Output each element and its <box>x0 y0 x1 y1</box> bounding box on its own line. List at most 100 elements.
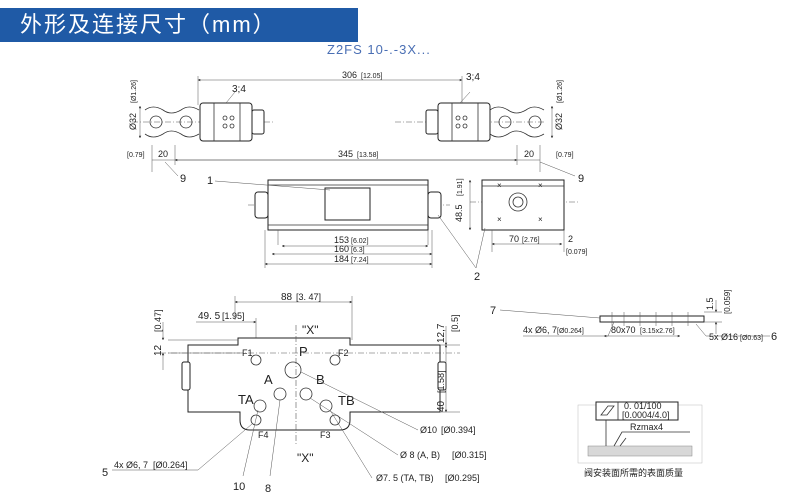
label-f1: F1 <box>242 348 253 358</box>
dim-2-inch: [0.079] <box>566 249 587 256</box>
dim-20-left: 20 <box>158 149 168 159</box>
right-nut <box>425 109 439 135</box>
dim-306: 306 <box>342 70 357 80</box>
dim-047: [0.47] <box>153 309 163 332</box>
seal-dia-16-inch: [Ø0.63] <box>740 335 763 342</box>
surface-quality: 0. 01/100 [0.0004/4.0] Rzmax4 阀安装面所需的表面质… <box>577 401 703 478</box>
dim-49-5: 49. 5 <box>198 311 221 322</box>
surface-caption: 阀安装面所需的表面质量 <box>584 467 683 478</box>
interface-view: 88 [3. 47] 49. 5 [1.95] [0.47] 12 12,7 [… <box>102 292 487 495</box>
roughness-value: Rzmax4 <box>630 422 663 432</box>
note-dia-10: Ø10 <box>420 425 437 435</box>
label-f4: F4 <box>258 430 269 440</box>
callout-3-4-left: 3;4 <box>232 84 246 95</box>
callout-7: 7 <box>490 305 496 317</box>
flatness-inch: [0.0004/4.0] <box>622 410 670 420</box>
right-solenoid <box>437 102 491 142</box>
callout-6: 6 <box>771 331 777 343</box>
dim-88-inch: [3. 47] <box>296 292 321 302</box>
flatness-value: 0. 01/100 <box>624 401 662 411</box>
note-dia-7-5-inch: [Ø0.295] <box>445 473 480 483</box>
port-ta <box>253 399 267 413</box>
fixing-hole-f4 <box>250 414 262 426</box>
valve-end-view <box>481 179 565 231</box>
dim-12: 12 <box>153 344 164 356</box>
dim-160-inch: [6.3] <box>351 247 365 254</box>
note-holes-inch: [Ø0.264] <box>153 460 188 470</box>
dim-32-right: Ø32 <box>554 113 564 130</box>
dim-079-left: [0.79] <box>127 152 145 159</box>
manual-override-knob <box>508 192 528 212</box>
port-b <box>299 387 313 401</box>
page-title: 外形及连接尺寸（mm） <box>20 12 277 37</box>
dim-88: 88 <box>281 292 293 303</box>
callout-5: 5 <box>102 467 108 479</box>
dim-48-5-inch: [1.91] <box>457 178 464 196</box>
note-dia-8-inch: [Ø0.315] <box>452 450 487 460</box>
dim-345-inch: [13.58] <box>357 152 378 159</box>
dim-184-inch: [7.24] <box>351 257 369 264</box>
mounting-face-outline <box>187 337 441 431</box>
svg-text:×: × <box>497 181 502 190</box>
dim-1-5-inch: [0.059] <box>723 290 732 314</box>
dim-12-7: 12,7 <box>436 323 447 343</box>
seal-holes-inch: [Ø0.264] <box>557 328 584 335</box>
note-dia-7-5: Ø7. 5 (TA, TB) <box>376 473 434 483</box>
valve-nameplate <box>324 187 371 221</box>
label-f3: F3 <box>320 430 331 440</box>
callout-1: 1 <box>207 175 213 187</box>
callout-8: 8 <box>265 483 271 495</box>
dim-306-inch: [12.05] <box>361 73 382 80</box>
title-bar: 外形及连接尺寸（mm） <box>0 8 358 42</box>
dim-32-left: Ø32 <box>128 113 138 130</box>
port-tb <box>319 399 333 413</box>
label-tb: TB <box>338 393 355 408</box>
dim-70: 70 <box>509 234 519 244</box>
surface-hatch <box>587 445 693 457</box>
seal-view: 7 1.5 [0.059] 4x Ø6, 7 [Ø0.264] 80x70 [3… <box>490 290 777 343</box>
dim-160: 160 <box>334 244 349 254</box>
note-dia-8: Ø 8 (A, B) <box>400 450 440 460</box>
dim-184: 184 <box>334 254 349 264</box>
callout-3-4-right: 3;4 <box>466 72 480 83</box>
dim-1-5: 1.5 <box>705 297 715 310</box>
dim-20-right: 20 <box>524 149 534 159</box>
svg-text:×: × <box>497 215 502 224</box>
dim-126-left: [Ø1.26] <box>131 80 138 103</box>
dim-05: [0.5] <box>450 314 460 332</box>
label-a: A <box>264 372 273 387</box>
dim-40: 40 <box>436 400 447 412</box>
label-ta: TA <box>238 392 254 407</box>
dim-158: [1.58] <box>436 370 446 393</box>
left-nut <box>251 109 265 135</box>
dim-345: 345 <box>338 149 353 159</box>
seal-dia-16: 5x Ø16 <box>709 332 738 342</box>
dim-153-inch: [6.02] <box>351 238 369 245</box>
label-p: P <box>299 344 308 359</box>
flatness-box <box>595 401 679 421</box>
callout-9-left: 9 <box>180 173 186 185</box>
dim-48-5: 48.5 <box>454 204 464 222</box>
left-solenoid <box>199 102 253 142</box>
seal-holes: 4x Ø6, 7 <box>523 325 557 335</box>
seal-80x70: 80x70 <box>611 325 636 335</box>
view-x-top: "X" <box>302 323 319 337</box>
label-f2: F2 <box>338 348 349 358</box>
seal-plate <box>599 315 705 323</box>
svg-text:×: × <box>538 181 543 190</box>
callout-10: 10 <box>233 481 245 493</box>
dim-2: 2 <box>568 234 573 244</box>
fixing-hole-f2 <box>329 354 341 366</box>
dim-126-right: [Ø1.26] <box>557 80 564 103</box>
fixing-hole-f3 <box>329 414 341 426</box>
top-view: 306 [12.05] 3;4 Ø32 [Ø1.26] 3;4 Ø32 [Ø1.… <box>127 70 587 283</box>
svg-text:×: × <box>538 215 543 224</box>
note-dia-10-inch: [Ø0.394] <box>441 425 476 435</box>
dim-49-5-inch: [1.95] <box>222 311 245 321</box>
model-code: Z2FS 10-.-3X... <box>327 42 431 57</box>
callout-2: 2 <box>474 271 480 283</box>
dim-70-inch: [2.76] <box>522 237 540 244</box>
label-b: B <box>316 372 325 387</box>
dim-153: 153 <box>334 235 349 245</box>
